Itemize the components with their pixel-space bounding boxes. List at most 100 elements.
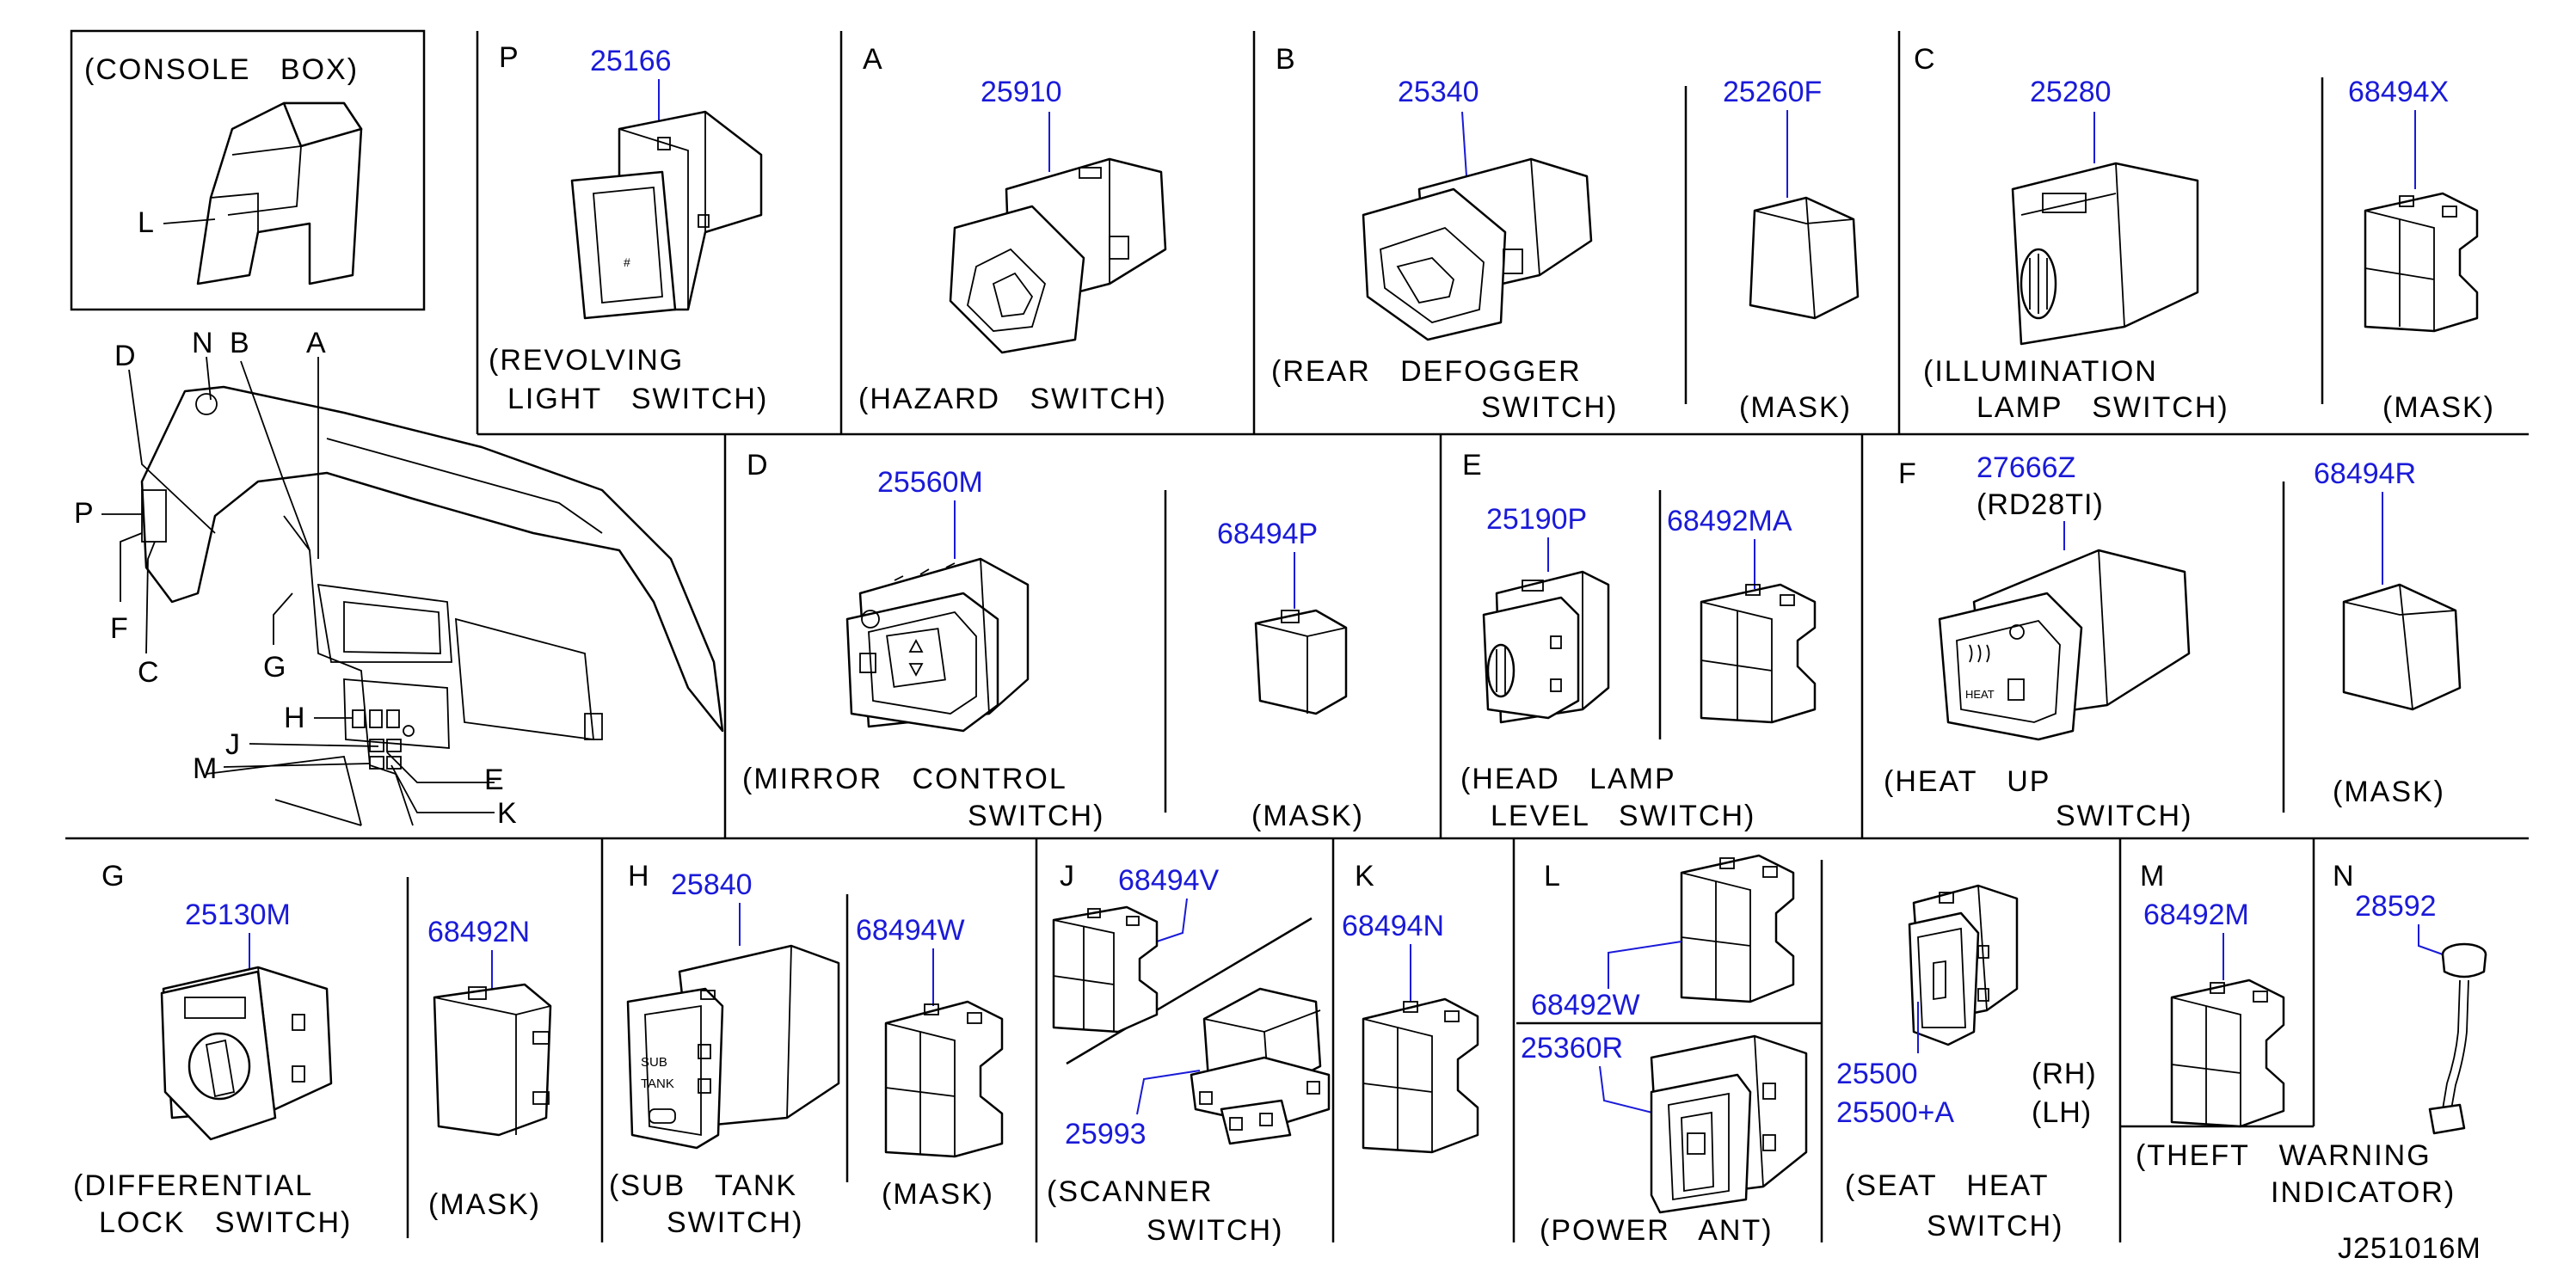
panel-d-mask-part-number: 68494P bbox=[1217, 518, 1318, 550]
panel-c-mask-caption: (MASK) bbox=[2382, 391, 2495, 424]
panel-g-part-number: 25130M bbox=[185, 899, 291, 931]
dash-callout-d: D bbox=[114, 340, 137, 372]
sub-tank-switch-illustration: SUB TANK bbox=[626, 944, 840, 1150]
panel-b-mask-part-number: 25260F bbox=[1723, 76, 1822, 108]
panel-j-letter: J bbox=[1060, 860, 1075, 893]
panel-k: K 68494N bbox=[1342, 860, 1479, 1154]
illumination-switch-illustration bbox=[2011, 162, 2199, 346]
rear-defogger-switch-illustration bbox=[1362, 157, 1593, 341]
dash-callout-f: F bbox=[110, 612, 129, 645]
panel-l-caption: (POWER ANT) bbox=[1540, 1214, 1774, 1247]
panel-l-mask-part-number: 68492W bbox=[1531, 989, 1640, 1021]
panel-f-letter: F bbox=[1898, 457, 1917, 490]
differential-lock-switch-illustration bbox=[160, 966, 333, 1141]
panel-n-part-number: 28592 bbox=[2355, 890, 2437, 923]
panel-k-part-number: 68494N bbox=[1342, 910, 1444, 942]
panel-h-mask-part-number: 68494W bbox=[856, 914, 965, 947]
panel-a-letter: A bbox=[863, 43, 883, 76]
panel-d: D 25560M (MIRROR CONTROL SWITCH) 68494P … bbox=[742, 449, 1362, 832]
console-box-section: (CONSOLE BOX) L bbox=[84, 53, 363, 285]
panel-h-letter: H bbox=[628, 860, 650, 893]
panel-g-letter: G bbox=[101, 860, 125, 893]
panel-g-caption-line1: (DIFFERENTIAL bbox=[73, 1169, 313, 1202]
panel-m-caption-line1: (THEFT WARNING bbox=[2136, 1139, 2432, 1172]
mask-quad-illustration-m bbox=[2170, 978, 2285, 1128]
panel-g-mask-part-number: 68492N bbox=[427, 916, 530, 948]
panel-d-caption-line2: SWITCH) bbox=[968, 800, 1104, 832]
panel-e-caption-line2: LEVEL SWITCH) bbox=[1491, 800, 1755, 832]
console-callout-l: L bbox=[138, 206, 155, 239]
scanner-switch-illustration bbox=[1190, 987, 1331, 1145]
panel-j-part-number: 25993 bbox=[1065, 1118, 1147, 1150]
panel-p-letter: P bbox=[499, 41, 520, 74]
heat-up-switch-text: HEAT bbox=[1965, 688, 1995, 701]
panel-f-variant: (RD28TI) bbox=[1977, 488, 2104, 521]
panel-n: N 28592 bbox=[2333, 860, 2487, 1135]
panel-m-letter: M bbox=[2140, 860, 2165, 893]
seat-heat-switch-illustration bbox=[1908, 884, 2019, 1046]
hazard-switch-illustration bbox=[949, 157, 1167, 354]
console-box-caption: (CONSOLE BOX) bbox=[84, 53, 359, 86]
mask-blank-illustration bbox=[1749, 196, 1860, 320]
dash-callout-a: A bbox=[306, 327, 327, 359]
panel-j-caption-line1: (SCANNER bbox=[1047, 1175, 1214, 1208]
panel-c-part-number: 25280 bbox=[2030, 76, 2112, 108]
mask-blank-illustration-g bbox=[433, 983, 552, 1137]
panel-h-part-number: 25840 bbox=[671, 868, 753, 901]
panel-k-letter: K bbox=[1355, 860, 1375, 893]
panel-f-caption-line1: (HEAT UP bbox=[1884, 765, 2050, 798]
mask-quad-illustration-c bbox=[2364, 192, 2479, 333]
console-box-illustration bbox=[163, 101, 363, 285]
panel-m: M 68492M (THEFT WARNING INDICATOR) bbox=[2136, 860, 2456, 1209]
console-box-frame bbox=[70, 29, 426, 311]
mask-blank-illustration-f bbox=[2342, 583, 2462, 711]
svg-text:#: # bbox=[624, 255, 630, 269]
dash-callout-m: M bbox=[193, 752, 218, 785]
dash-callout-n: N bbox=[192, 327, 214, 359]
dash-callout-j: J bbox=[225, 728, 241, 761]
panel-h-mask-caption: (MASK) bbox=[882, 1178, 994, 1211]
panel-d-part-number: 25560M bbox=[877, 466, 983, 499]
panel-j-caption-line2: SWITCH) bbox=[1147, 1214, 1283, 1247]
panel-g-caption-line2: LOCK SWITCH) bbox=[99, 1206, 352, 1239]
panel-a: A 25910 (HAZARD SWITCH) bbox=[858, 43, 1167, 415]
panel-seat-heat: 25500 (RH) 25500+A (LH) (SEAT HEAT SWITC… bbox=[1836, 884, 2096, 1242]
panel-j: J 68494V 25993 (SCANNER SWITCH) bbox=[1047, 860, 1331, 1247]
panel-h: H 25840 SUB TANK (SUB TANK SWITCH) 68494… bbox=[609, 860, 1004, 1239]
power-ant-switch-illustration bbox=[1650, 1034, 1808, 1214]
panel-c: C 25280 (ILLUMINATION LAMP SWITCH) 68494… bbox=[1914, 43, 2495, 424]
panel-b-caption-line2: SWITCH) bbox=[1481, 391, 1618, 424]
panel-c-caption-line2: LAMP SWITCH) bbox=[1977, 391, 2229, 424]
panel-e: E 25190P (HEAD LAMP LEVEL SWITCH) 68492M… bbox=[1460, 449, 1817, 832]
panel-e-part-number: 25190P bbox=[1486, 503, 1587, 536]
panel-b-caption-line1: (REAR DEFOGGER bbox=[1271, 355, 1582, 388]
panel-f: F 27666Z (RD28TI) HEAT (HEAT UP SWITCH) … bbox=[1884, 451, 2462, 832]
panel-l-letter: L bbox=[1544, 860, 1561, 893]
dash-callout-p: P bbox=[74, 497, 95, 530]
diagram-code: J251016M bbox=[2338, 1232, 2481, 1265]
revolving-switch-illustration: # bbox=[570, 110, 763, 320]
mask-quad-illustration-h bbox=[884, 1000, 1004, 1158]
dash-callout-h: H bbox=[284, 702, 306, 734]
panel-c-letter: C bbox=[1914, 43, 1936, 76]
dash-callout-e: E bbox=[484, 764, 505, 796]
grid-lines bbox=[65, 29, 2529, 1242]
mask-small-illustration-d bbox=[1254, 609, 1348, 715]
panel-g-mask-caption: (MASK) bbox=[428, 1188, 541, 1221]
dash-callout-c: C bbox=[138, 656, 160, 689]
panel-f-caption-line2: SWITCH) bbox=[2056, 800, 2192, 832]
mask-quad-illustration-k bbox=[1362, 997, 1479, 1154]
head-lamp-level-switch-illustration bbox=[1482, 570, 1610, 724]
panel-m-caption-line2: INDICATOR) bbox=[2271, 1176, 2456, 1209]
dash-callout-g: G bbox=[263, 651, 286, 684]
panel-a-caption: (HAZARD SWITCH) bbox=[858, 383, 1167, 415]
panel-c-mask-part-number: 68494X bbox=[2348, 76, 2449, 108]
panel-f-mask-caption: (MASK) bbox=[2333, 776, 2445, 808]
panel-h-caption-line1: (SUB TANK bbox=[609, 1169, 797, 1202]
mask-quad-illustration-l bbox=[1680, 854, 1795, 1003]
panel-p: P 25166 # (REVOLVING LIGHT SWITCH) bbox=[489, 41, 766, 415]
panel-m-part-number: 68492M bbox=[2143, 899, 2249, 931]
seat-heat-lh-label: (LH) bbox=[2032, 1096, 2092, 1129]
dashboard-leaders bbox=[101, 356, 495, 813]
mask-quad-illustration-j bbox=[1052, 905, 1159, 1034]
